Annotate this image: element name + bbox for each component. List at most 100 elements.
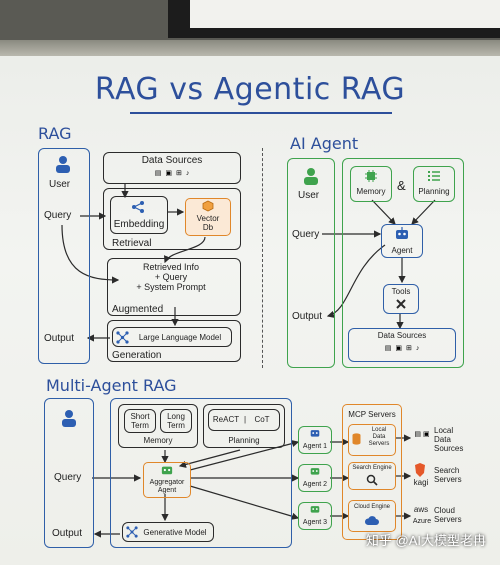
share-icon bbox=[128, 199, 148, 215]
embedding-label: Embedding bbox=[113, 219, 165, 230]
long-term-box bbox=[160, 409, 192, 433]
agent-data-source-icons: ▤▣⊞♪ bbox=[368, 343, 436, 355]
agent3-label: Agent 3 bbox=[302, 519, 328, 526]
document-icon: ▤ bbox=[414, 431, 421, 438]
retrieved-info-label: Retrieved Info + Query + System Prompt bbox=[136, 262, 206, 292]
planning-label: Planning bbox=[418, 187, 450, 196]
wrench-icon bbox=[392, 297, 410, 311]
retrieval-label: Retrieval bbox=[112, 238, 152, 249]
vector-db-label: Vector Db bbox=[196, 214, 220, 232]
image-icon: ▣ bbox=[423, 431, 430, 438]
document-icon: ▤ bbox=[384, 345, 392, 352]
generative-network-icon bbox=[125, 525, 139, 539]
list-icon bbox=[425, 168, 443, 184]
search-engine-box bbox=[348, 462, 396, 490]
audio-icon: ♪ bbox=[415, 345, 420, 352]
rag-data-sources-box bbox=[103, 152, 241, 184]
data-source-icons: ▤▣⊞♪ bbox=[136, 168, 208, 180]
agent-user-label: User bbox=[298, 190, 320, 201]
mcp-servers-box bbox=[342, 404, 402, 540]
agent3-box bbox=[298, 502, 332, 530]
generation-label: Generation bbox=[112, 350, 162, 361]
rag-query-label: Query bbox=[44, 210, 72, 221]
planning-box bbox=[413, 166, 455, 202]
document-icon: ▤ bbox=[154, 170, 162, 177]
agent-output-label: Output bbox=[292, 311, 323, 322]
cloud-engine-label: Cloud Engine bbox=[353, 504, 391, 510]
cube-icon bbox=[199, 200, 217, 212]
agent2-box bbox=[298, 464, 332, 492]
section-divider bbox=[262, 148, 263, 368]
memory-label: Memory bbox=[356, 187, 386, 196]
cot-label: CoT bbox=[254, 415, 270, 424]
llm-box bbox=[112, 327, 232, 347]
agent-flow-box bbox=[342, 158, 464, 368]
database-icon bbox=[350, 432, 362, 446]
short-term-box bbox=[124, 409, 156, 433]
image-icon: ▣ bbox=[395, 345, 402, 352]
aggregator-label: Aggregator Agent bbox=[149, 479, 185, 494]
local-sources-icons: ▤▣ bbox=[410, 428, 434, 442]
agent-label: Agent bbox=[391, 246, 413, 255]
tools-label: Tools bbox=[391, 287, 411, 296]
augmented-label: Augmented bbox=[112, 304, 164, 315]
multi-planning-box bbox=[203, 404, 285, 448]
generative-model-label: Generative Model bbox=[143, 528, 207, 537]
cloud-engine-box bbox=[348, 500, 396, 532]
and-label: & bbox=[397, 178, 406, 193]
generative-model-box bbox=[122, 522, 214, 542]
whiteboard-rail bbox=[0, 40, 500, 56]
audio-icon: ♪ bbox=[185, 170, 190, 177]
right-local-label: Local Data Sources bbox=[434, 426, 464, 453]
augmented-box bbox=[107, 258, 241, 316]
magnifier-icon bbox=[362, 473, 382, 487]
robot-icon bbox=[393, 226, 411, 242]
rag-heading: RAG bbox=[38, 124, 72, 143]
agent2-label: Agent 2 bbox=[302, 481, 328, 488]
multi-memory-box bbox=[118, 404, 198, 448]
rag-user-label: User bbox=[49, 179, 71, 190]
multi-user-lane bbox=[44, 398, 94, 548]
projector-screen bbox=[190, 0, 500, 28]
agent1-box bbox=[298, 426, 332, 454]
short-term-label: Short Term bbox=[130, 412, 150, 430]
multi-memory-label: Memory bbox=[143, 436, 173, 445]
multi-planning-label: Planning bbox=[228, 436, 260, 445]
multi-output-label: Output bbox=[52, 528, 83, 539]
retrieval-box bbox=[103, 188, 241, 250]
brave-icon bbox=[412, 462, 428, 478]
table-icon: ⊞ bbox=[405, 345, 412, 352]
multi-user-icon bbox=[59, 408, 79, 428]
llm-label: Large Language Model bbox=[138, 333, 222, 342]
agent3-robot-icon bbox=[306, 503, 324, 515]
right-cloud-label: Cloud Servers bbox=[434, 506, 462, 524]
rag-data-sources-label: Data Sources bbox=[141, 155, 203, 166]
local-data-servers-label: Local Data Servers bbox=[368, 427, 390, 447]
multi-heading: Multi-Agent RAG bbox=[46, 376, 177, 395]
memory-box bbox=[350, 166, 392, 202]
local-data-servers-box bbox=[348, 424, 396, 456]
network-icon bbox=[114, 329, 130, 345]
agent-query-label: Query bbox=[292, 229, 320, 240]
agent1-label: Agent 1 bbox=[302, 443, 328, 450]
generation-box bbox=[107, 320, 241, 362]
search-engine-label: Search Engine bbox=[352, 465, 392, 471]
tools-box bbox=[383, 284, 419, 314]
multi-core-box bbox=[110, 398, 292, 548]
table-icon: ⊞ bbox=[175, 170, 182, 177]
agent-data-sources-label: Data Sources bbox=[377, 331, 427, 340]
aws-label: aws bbox=[413, 505, 429, 514]
chip-icon bbox=[362, 168, 380, 184]
agent-user-icon bbox=[301, 166, 321, 186]
image-icon: ▣ bbox=[165, 170, 172, 177]
user-icon bbox=[53, 154, 73, 174]
multi-query-label: Query bbox=[54, 472, 82, 483]
watermark: 知乎 @AI大模型老冉 bbox=[365, 533, 486, 548]
cloud-icon bbox=[360, 513, 384, 527]
aggregator-robot-icon bbox=[157, 463, 177, 477]
react-label: ReACT bbox=[212, 415, 240, 424]
kagi-label: kagi bbox=[413, 478, 429, 487]
rag-user-lane bbox=[38, 148, 90, 364]
agent-heading: AI Agent bbox=[290, 134, 359, 153]
agent-user-lane bbox=[287, 158, 335, 368]
